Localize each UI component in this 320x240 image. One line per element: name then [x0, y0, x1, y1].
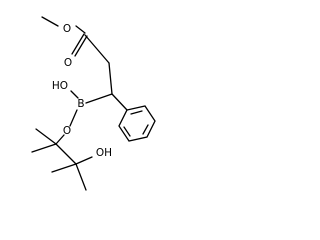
atom-label-carbonyl-oxygen: O: [64, 57, 72, 69]
phenyl-inner-double-2: [142, 124, 149, 135]
phenyl-ring: [118, 105, 156, 142]
bond-oxygen-to-quaternary-carbon-1: [55, 134, 65, 145]
bond-methyl-to-methoxy-oxygen: [41, 16, 59, 27]
phenyl-inner-double-1: [130, 110, 143, 115]
bond-quaternary-carbon-1-methyl-left: [31, 143, 57, 153]
bond-benzylic-carbon-to-phenyl: [111, 93, 128, 111]
chemical-structure-diagram: O O HO B O OH: [31, 16, 156, 191]
bond-quaternary-carbons: [55, 143, 77, 165]
bond-benzylic-carbon-to-boron: [85, 93, 113, 104]
bond-quaternary-carbon-2-methyl-left: [51, 163, 77, 173]
bond-boron-to-hydroxyl: [70, 90, 79, 99]
atom-label-boron-hydroxyl: HO: [52, 80, 68, 92]
bond-quaternary-carbon-2-methyl-down: [75, 163, 87, 191]
bond-carbonyl-double-b: [74, 35, 88, 57]
bond-carbonyl-double-a: [71, 33, 85, 55]
atom-label-pinacol-hydroxyl: OH: [96, 147, 112, 159]
bond-quaternary-carbon-1-methyl-up: [35, 128, 57, 145]
bond-carbonyl-carbon-to-ch2: [84, 34, 110, 64]
atom-label-boronate-oxygen: O: [63, 125, 71, 137]
bond-ch2-to-benzylic-carbon: [108, 62, 113, 95]
atom-label-boron: B: [77, 98, 84, 110]
bond-methoxy-oxygen-to-carbonyl-carbon: [75, 25, 86, 34]
phenyl-inner-double-3: [123, 126, 131, 137]
bond-quaternary-carbon-2-to-hydroxyl: [75, 156, 93, 165]
bond-boron-to-oxygen: [69, 109, 78, 127]
atom-label-methoxy-oxygen: O: [63, 23, 71, 35]
